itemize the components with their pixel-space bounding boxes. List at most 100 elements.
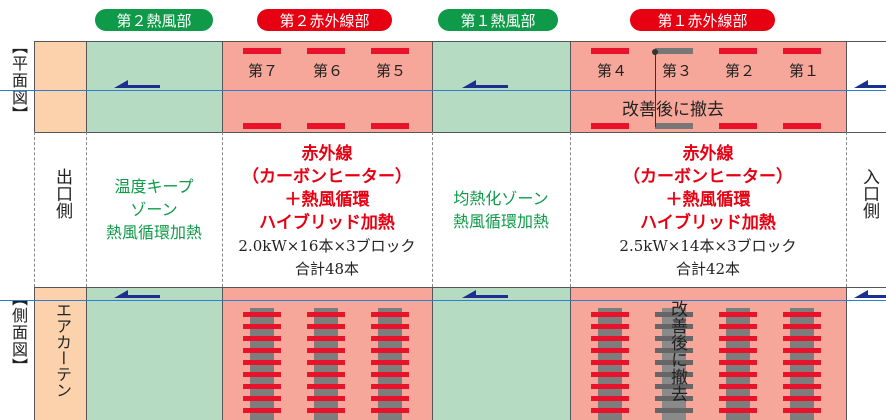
- side-hot-air-2-zone: [86, 287, 222, 420]
- flow-arrow-icon: [114, 80, 160, 88]
- keep-zone-desc: 温度キープ ゾーン 熱風循環加熱: [105, 177, 202, 242]
- heater-tube: [243, 336, 281, 341]
- dash-v1: [86, 132, 87, 287]
- heater-tube: [783, 360, 821, 365]
- heater-tube: [307, 408, 345, 413]
- heater-tube: [243, 360, 281, 365]
- heater-tube: [719, 348, 757, 353]
- heater-tube: [307, 372, 345, 377]
- heater-tube: [307, 336, 345, 341]
- dash-v5: [846, 132, 847, 287]
- heater-tube-removed: [655, 324, 693, 329]
- frame-v5a: [846, 41, 847, 132]
- frame-top: [34, 41, 886, 42]
- heater-tube: [719, 336, 757, 341]
- heater-tube: [307, 312, 345, 317]
- heater-tube: [371, 312, 409, 317]
- heater-bar: [243, 123, 281, 129]
- ir2-desc: 赤外線 （カーボンヒーター） ＋熱風循環 ハイブリッド加熱 2.0kW×16本×…: [238, 144, 416, 278]
- heater-no-4: 第４: [597, 62, 628, 80]
- heater-tube: [783, 336, 821, 341]
- frame-v3a: [432, 41, 433, 132]
- heater-bar: [783, 48, 821, 54]
- heater-tube: [371, 360, 409, 365]
- heater-bar: [591, 123, 629, 129]
- flow-arrow-icon: [854, 290, 886, 298]
- outlet-label: 出口側: [52, 168, 72, 219]
- heater-tube: [719, 372, 757, 377]
- heater-tube: [591, 336, 629, 341]
- heater-tube: [243, 372, 281, 377]
- heater-tube: [783, 312, 821, 317]
- heater-tube: [719, 408, 757, 413]
- heater-bar: [243, 48, 281, 54]
- heater-bar-removed: [655, 48, 693, 54]
- heater-bar: [719, 123, 757, 129]
- heater-tube: [307, 324, 345, 329]
- heater-bar: [307, 123, 345, 129]
- heater-no-6: 第６: [313, 62, 344, 80]
- zone-label-infrared-1: 第１赤外線部: [630, 9, 775, 31]
- heater-tube: [371, 408, 409, 413]
- ir1-desc: 赤外線 （カーボンヒーター） ＋熱風循環 ハイブリッド加熱 2.5kW×14本×…: [619, 144, 797, 278]
- heater-tube: [243, 348, 281, 353]
- heater-tube-removed: [655, 384, 693, 389]
- plan-infrared-2-zone: [222, 41, 432, 132]
- heater-tube: [371, 396, 409, 401]
- heater-tube: [591, 360, 629, 365]
- heater-tube: [371, 348, 409, 353]
- heater-tube-removed: [655, 372, 693, 377]
- heater-tube-removed: [655, 396, 693, 401]
- heater-tube: [371, 384, 409, 389]
- heater-tube: [371, 372, 409, 377]
- heater-tube: [307, 384, 345, 389]
- heater-tube: [591, 324, 629, 329]
- middle-band: [34, 132, 886, 287]
- heater-tube: [243, 324, 281, 329]
- dash-v0: [34, 132, 35, 287]
- heater-tube: [783, 372, 821, 377]
- plan-infrared-1-zone: [570, 41, 846, 132]
- dash-v3: [432, 132, 433, 287]
- heater-tube: [783, 396, 821, 401]
- heater-bar: [719, 48, 757, 54]
- removed-note: 改善後に撤去: [622, 100, 724, 120]
- heater-no-2: 第２: [725, 62, 756, 80]
- zone-label-hot-air-1: 第１熱風部: [438, 9, 558, 31]
- heater-no-3: 第３: [662, 62, 693, 80]
- removed-note-side: 改善後に撤去: [667, 300, 687, 402]
- heater-tube: [243, 408, 281, 413]
- flow-arrow-icon: [462, 290, 508, 298]
- frame-v1b: [86, 287, 87, 420]
- heater-tube-removed: [655, 360, 693, 365]
- heater-no-1: 第１: [789, 62, 820, 80]
- frame-v1a: [86, 41, 87, 132]
- heater-tube: [591, 384, 629, 389]
- frame-plan-bottom: [34, 132, 886, 133]
- heater-tube: [591, 408, 629, 413]
- flow-arrow-icon: [114, 290, 160, 298]
- heater-tube-removed: [655, 348, 693, 353]
- heater-bar: [307, 48, 345, 54]
- heater-tube: [719, 312, 757, 317]
- heater-tube: [307, 396, 345, 401]
- heater-tube-removed: [655, 312, 693, 317]
- heater-tube: [783, 408, 821, 413]
- heater-tube: [307, 348, 345, 353]
- frame-v4b: [570, 287, 571, 420]
- heater-bar: [591, 48, 629, 54]
- inlet-label: 入口側: [859, 168, 879, 219]
- heater-tube: [719, 396, 757, 401]
- heater-tube: [371, 336, 409, 341]
- heater-tube: [591, 396, 629, 401]
- heater-tube: [243, 384, 281, 389]
- frame-v2b: [222, 287, 223, 420]
- side-view-label: 【側面図】: [9, 290, 28, 375]
- bracket-dot: [652, 49, 658, 55]
- side-inlet-zone: [846, 287, 886, 420]
- heater-tube: [719, 384, 757, 389]
- heater-bar-removed: [655, 123, 693, 129]
- frame-v3b: [432, 287, 433, 420]
- heater-bar: [783, 123, 821, 129]
- flow-arrow-icon: [462, 80, 508, 88]
